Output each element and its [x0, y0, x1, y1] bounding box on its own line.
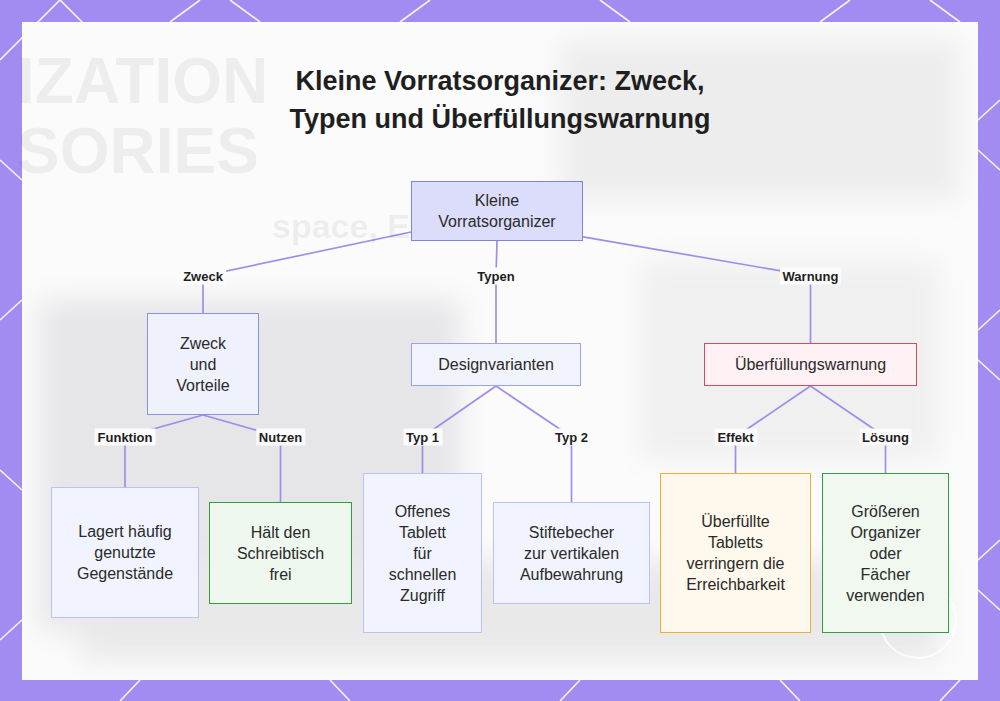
node-label: Stiftebecher zur vertikalen Aufbewahrung: [518, 522, 626, 585]
node-label: Kleine Vorratsorganizer: [432, 190, 562, 232]
detail-box: Lagert häufig genutzte Gegenstände: [51, 487, 199, 618]
node-label: Designvarianten: [416, 354, 576, 375]
connector-line: [583, 237, 811, 343]
root-box: Kleine Vorratsorganizer: [411, 181, 583, 241]
edge-label: Typ 1: [403, 429, 442, 446]
edge-label: Funktion: [95, 429, 156, 446]
detail-box: Offenes Tablett für schnellen Zugriff: [363, 473, 482, 633]
node-label: Lagert häufig genutzte Gegenstände: [70, 521, 180, 584]
node-label: Überfüllungswarnung: [711, 354, 911, 375]
edge-label: Nutzen: [256, 429, 305, 446]
edge-label: Lösung: [859, 429, 912, 446]
connector-line: [125, 415, 203, 487]
diagram-title: Kleine Vorratsorganizer: Zweck, Typen un…: [255, 62, 745, 138]
node-label: Überfüllte Tabletts verringern die Errei…: [680, 511, 792, 595]
edge-label: Effekt: [714, 429, 756, 446]
node-label: Zweck und Vorteile: [169, 333, 237, 396]
edge-label: Warnung: [780, 268, 842, 285]
watermark-text: SORIES: [17, 114, 259, 188]
node-label: Größeren Organizer oder Fächer verwenden: [845, 501, 927, 606]
node-label: Hält den Schreibtisch frei: [231, 522, 331, 585]
detail-box: Stiftebecher zur vertikalen Aufbewahrung: [493, 502, 650, 604]
effect-box: Überfüllte Tabletts verringern die Errei…: [660, 473, 811, 633]
warning-box: Überfüllungswarnung: [704, 343, 917, 386]
category-box: Designvarianten: [411, 343, 581, 386]
edge-label: Typ 2: [552, 429, 591, 446]
connector-line: [496, 241, 497, 343]
solution-box: Größeren Organizer oder Fächer verwenden: [822, 473, 949, 633]
node-label: Offenes Tablett für schnellen Zugriff: [388, 501, 458, 606]
category-box: Zweck und Vorteile: [147, 313, 259, 415]
benefit-box: Hält den Schreibtisch frei: [209, 502, 352, 604]
edge-label: Typen: [474, 268, 517, 285]
watermark-text: IZATION: [17, 44, 268, 118]
edge-label: Zweck: [180, 268, 226, 285]
